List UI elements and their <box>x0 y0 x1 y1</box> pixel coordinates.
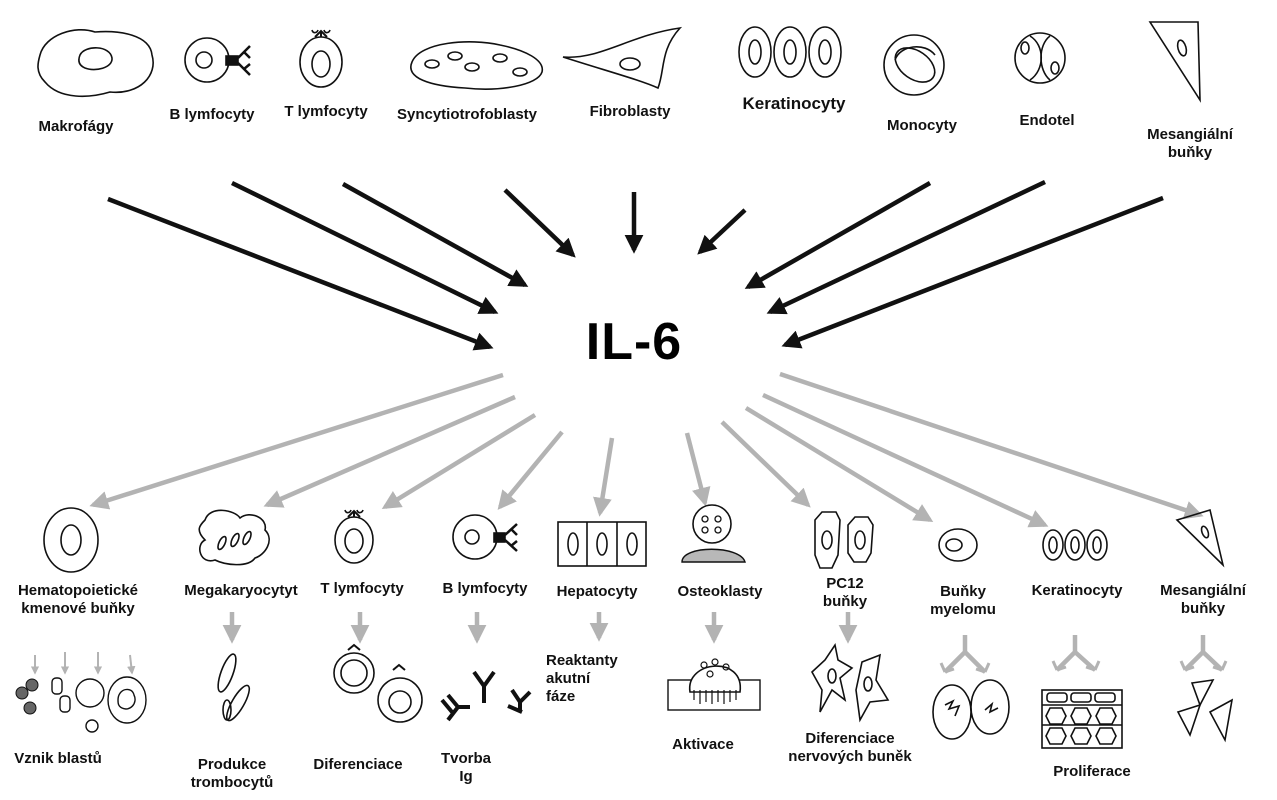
label-makrofagy: Makrofágy <box>38 118 114 135</box>
label-reaktanty: Reaktanty akutní fáze <box>546 652 618 706</box>
input-arrows <box>107 179 1164 351</box>
megakaryocyte-cell-icon <box>198 509 270 566</box>
arrow-b-lymfocyty-to-il6 <box>231 180 499 315</box>
label-fibroblasty: Fibroblasty <box>589 103 671 120</box>
label-vznik-blastu: Vznik blastů <box>14 750 102 767</box>
osteoclast-activation-icon <box>667 658 761 711</box>
keratinocyte-proliferation-icon <box>1041 689 1123 749</box>
label-pc12-line1: PC12 <box>826 575 864 592</box>
label-b-lymfocyty: B lymfocyty <box>169 106 255 123</box>
arrow-il6-to-pc12 <box>720 420 811 508</box>
il6-title: IL-6 <box>585 313 683 371</box>
arrow-monocyty-to-il6 <box>744 181 932 289</box>
arrow-il6-to-hematopoieticke <box>89 372 504 510</box>
antibodies-icon <box>440 670 532 722</box>
b-lymphocyte-cell-icon <box>184 37 251 83</box>
label-mesangialni-line2: buňky <box>1167 144 1213 161</box>
arrow-il6-to-keratinocyty <box>762 392 1049 528</box>
arrow-il6-to-myelom <box>744 406 934 522</box>
label-dif-nerv-line1: Diferenciace <box>805 730 895 747</box>
arrow-makrofagy-to-il6 <box>107 196 494 351</box>
label-keratinocyty-target: Keratinocyty <box>1031 582 1123 599</box>
arrow-mesangialni-to-il6 <box>781 195 1164 349</box>
label-mesangialni-target-line2: buňky <box>1180 600 1226 617</box>
arrow-il6-to-mesangialni <box>779 371 1204 520</box>
label-pc12-line2: buňky <box>822 593 868 610</box>
label-reaktanty-line2: akutní <box>546 670 591 687</box>
label-produkce: Produkce trombocytů <box>191 756 274 792</box>
label-mesangialni-line1: Mesangiální <box>1147 126 1233 143</box>
mesangial-proliferation-icon <box>1176 678 1234 743</box>
blast-cells-icon <box>15 676 147 733</box>
differentiated-t-cells-icon <box>333 643 423 723</box>
b-lymphocyte-target-icon <box>452 514 518 560</box>
label-reaktanty-line1: Reaktanty <box>546 652 618 669</box>
macrophage-cell-icon <box>37 28 154 98</box>
label-aktivace: Aktivace <box>672 736 734 753</box>
label-monocyty: Monocyty <box>886 117 958 134</box>
arrow-endotel-to-il6 <box>766 179 1046 315</box>
label-produkce-line2: trombocytů <box>190 774 274 791</box>
arrow-il6-to-osteoklasty <box>684 432 711 507</box>
label-syncytiotrofoblasty: Syncytiotrofoblasty <box>396 106 538 123</box>
label-diferenciace: Diferenciace <box>313 756 403 773</box>
arrow-il6-to-hepatocyty <box>593 437 615 517</box>
label-hepatocyty: Hepatocyty <box>556 583 638 600</box>
label-hematopoieticke-line2: kmenové buňky <box>21 600 135 617</box>
stem-cell-icon <box>43 507 99 573</box>
mesangial-cell-icon <box>1148 21 1201 103</box>
endothelial-cell-icon <box>1014 32 1066 84</box>
t-lymphocyte-cell-icon <box>299 29 343 88</box>
label-t-lymfocyty-target: T lymfocyty <box>320 580 404 597</box>
label-mesangialni: Mesangiální buňky <box>1147 126 1233 162</box>
label-endotel: Endotel <box>1019 112 1075 129</box>
label-megakaryocytyt: Megakaryocytyt <box>184 582 298 599</box>
output-arrows <box>89 371 1204 528</box>
arrow-il6-to-megakaryocytyt <box>263 394 516 508</box>
osteoclast-cell-icon <box>681 504 746 563</box>
t-lymphocyte-target-icon <box>334 509 374 564</box>
keratinocyte-cells-icon <box>738 26 842 78</box>
label-mesangialni-target-line1: Mesangiální <box>1160 582 1246 599</box>
label-keratinocyty: Keratinocyty <box>742 94 846 113</box>
label-produkce-line1: Produkce <box>197 756 267 773</box>
label-osteoklasty: Osteoklasty <box>677 583 763 600</box>
label-tvorba-ig: Tvorba Ig <box>441 750 491 786</box>
label-hematopoieticke-line1: Hematopoietické <box>17 582 139 599</box>
label-b-lymfocyty-target: B lymfocyty <box>442 580 528 597</box>
label-diferenciace-nervovych: Diferenciace nervových buněk <box>788 730 911 766</box>
label-tvorba-line2: Ig <box>459 768 473 785</box>
neurons-icon <box>810 642 890 723</box>
monocyte-cell-icon <box>883 34 945 96</box>
keratinocyte-target-icon <box>1042 529 1108 561</box>
arrow-syncytiotrofoblasty-to-il6 <box>503 188 576 258</box>
label-proliferace: Proliferace <box>1053 763 1131 780</box>
myeloma-proliferation-icon <box>932 679 1010 740</box>
myeloma-cell-icon <box>938 528 978 562</box>
label-tvorba-line1: Tvorba <box>440 750 492 767</box>
fibroblast-cell-icon <box>562 26 683 90</box>
label-myelom: Buňky myelomu <box>930 583 996 619</box>
pc12-cells-icon <box>814 511 874 569</box>
label-t-lymfocyty: T lymfocyty <box>284 103 368 120</box>
mesangial-target-icon <box>1175 508 1225 568</box>
label-pc12: PC12 buňky <box>823 575 867 611</box>
label-myelom-line2: myelomu <box>930 601 996 618</box>
label-dif-nerv-line2: nervových buněk <box>788 748 912 765</box>
label-reaktanty-line3: fáze <box>546 688 576 705</box>
label-myelom-line1: Buňky <box>940 583 986 600</box>
arrow-keratinocyty-to-il6 <box>697 208 747 255</box>
arrow-t-lymfocyty-to-il6 <box>341 182 529 287</box>
label-mesangialni-target: Mesangiální buňky <box>1160 582 1246 618</box>
platelets-icon <box>217 653 251 722</box>
arrow-il6-to-b-lymfocyty <box>497 430 564 510</box>
syncytiotrophoblast-cell-icon <box>410 41 543 90</box>
secondary-arrows <box>30 612 1228 675</box>
arrow-il6-to-t-lymfocyty <box>381 413 537 509</box>
label-hematopoieticke: Hematopoietické kmenové buňky <box>18 582 138 618</box>
hepatocyte-cells-icon <box>557 521 647 567</box>
